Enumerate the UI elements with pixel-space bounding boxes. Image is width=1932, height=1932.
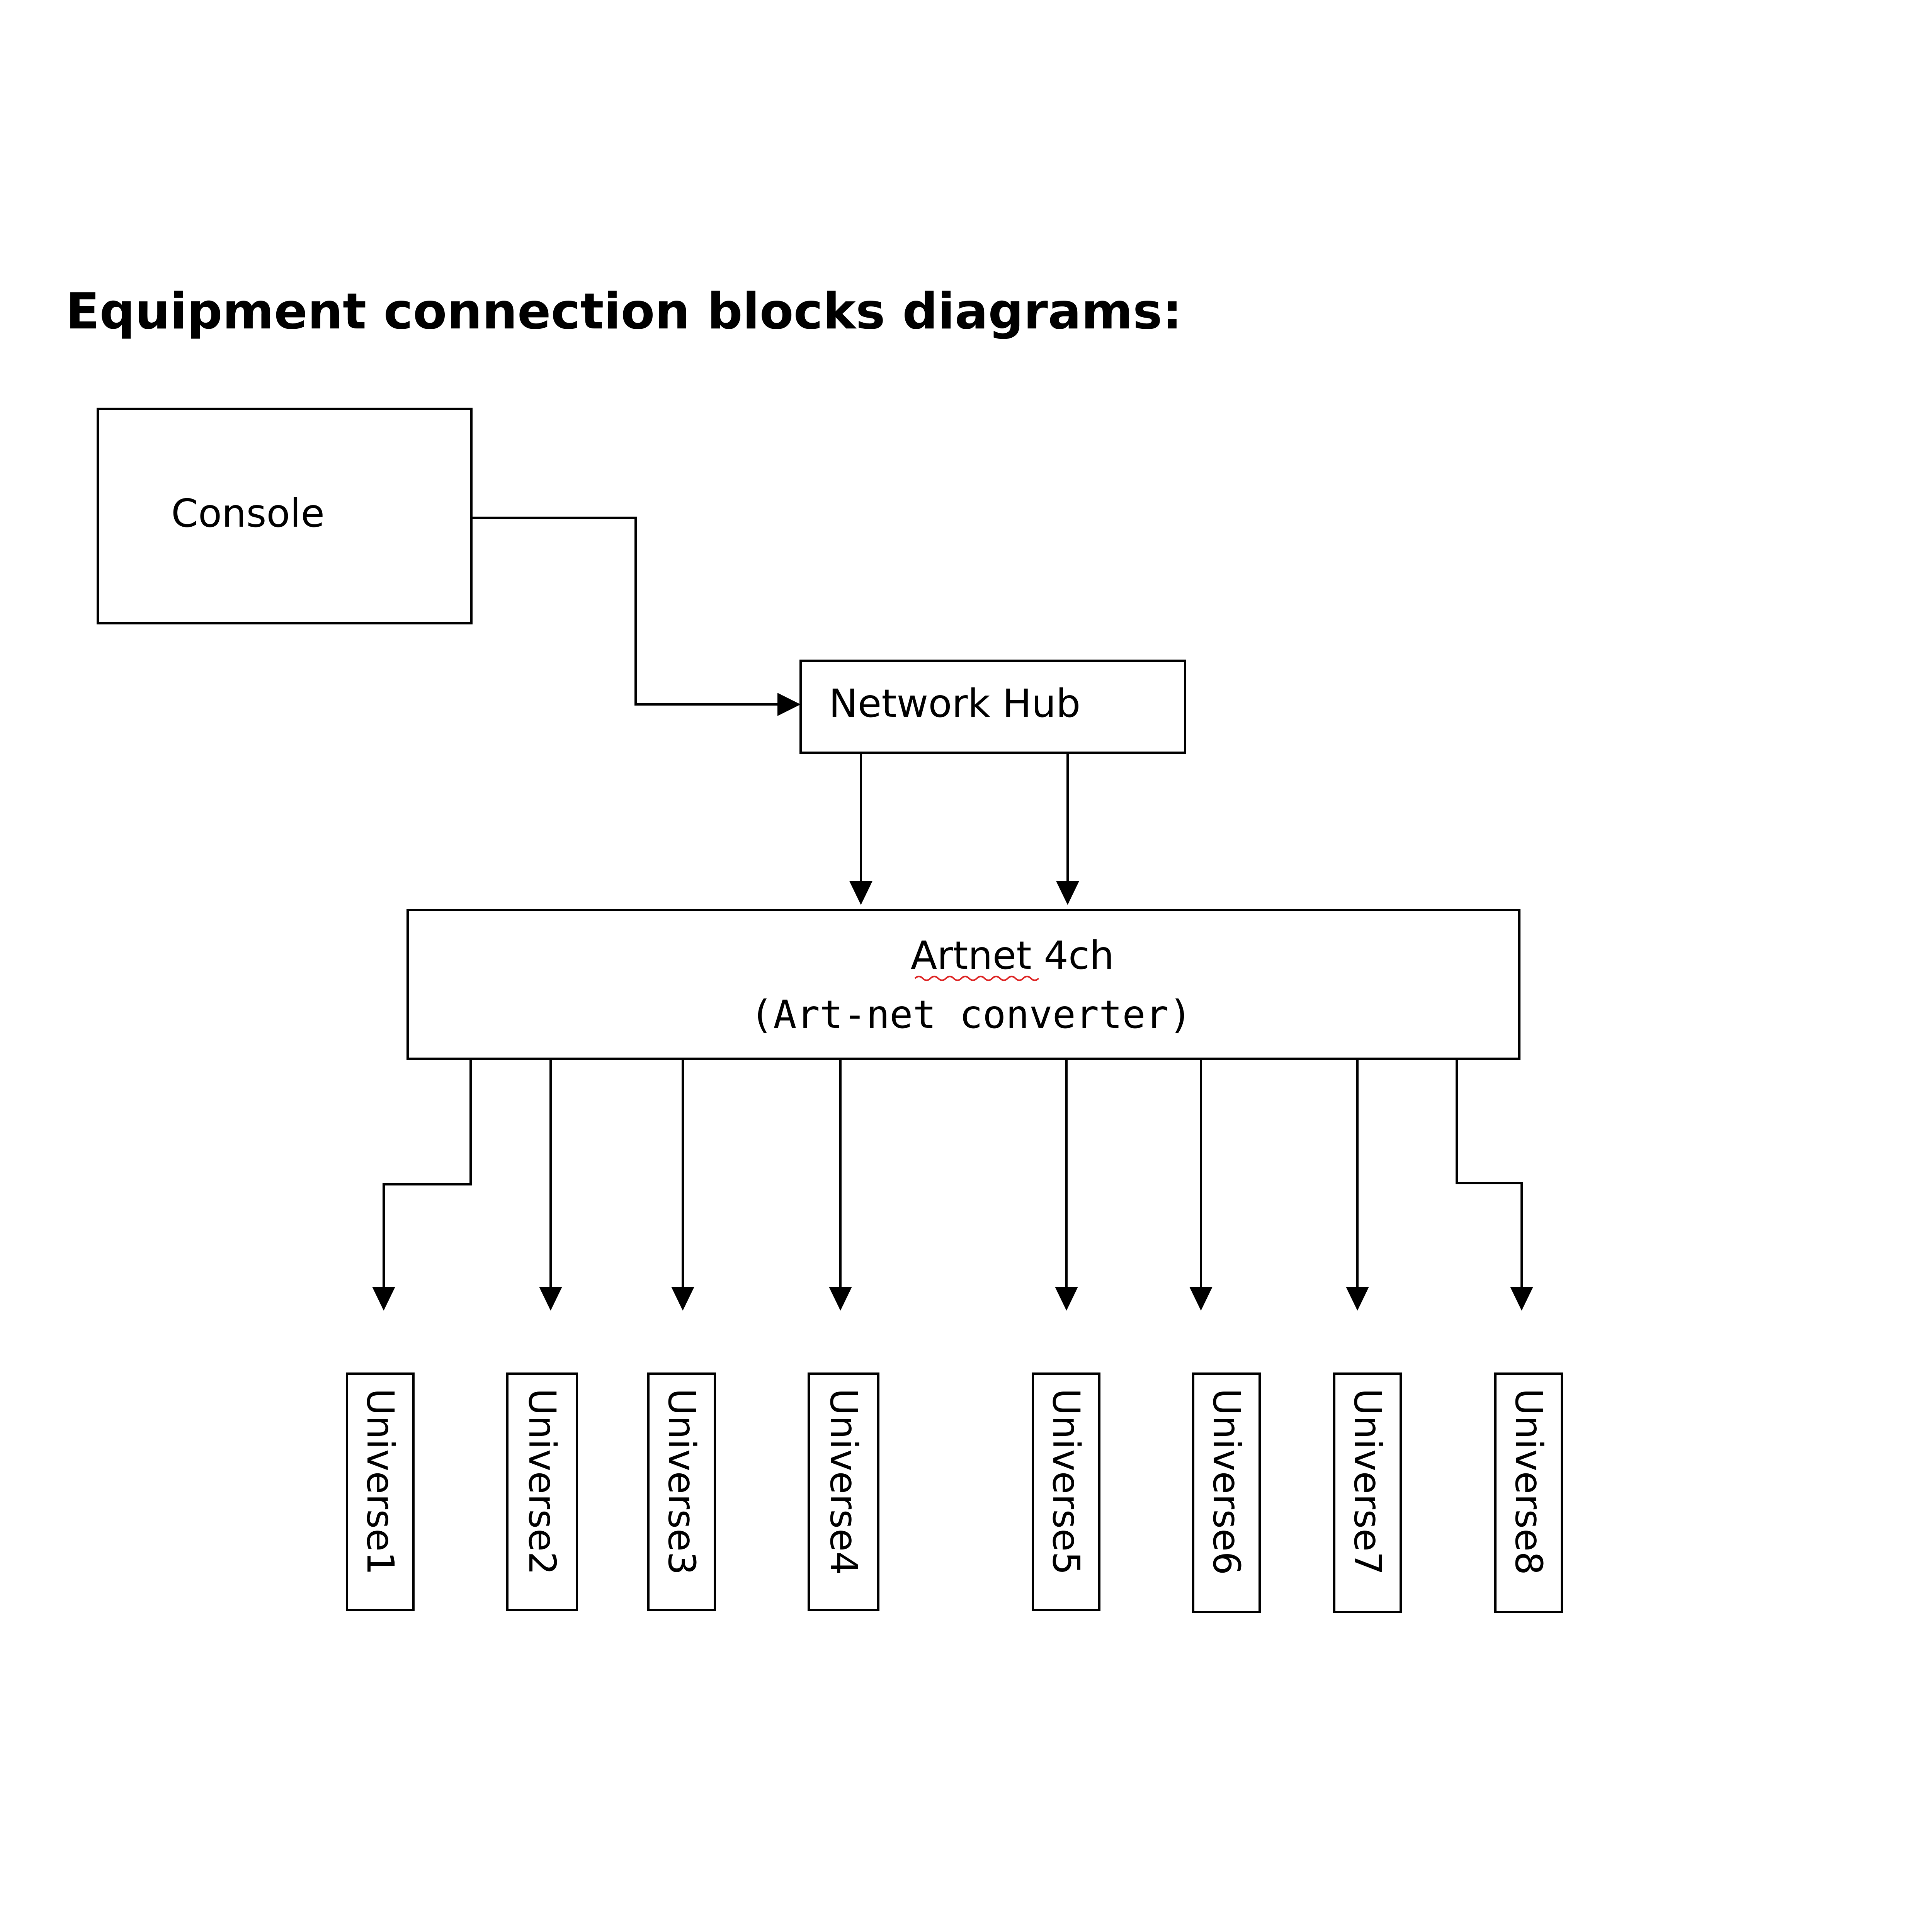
universe-label-3: Universe3 [660, 1388, 703, 1575]
console-to-hub-connector [471, 517, 801, 716]
universe-node-1: Universe1 [346, 1372, 415, 1611]
universe-label-1: Universe1 [359, 1388, 402, 1575]
universe-node-5: Universe5 [1032, 1372, 1100, 1611]
universe-connector-3 [671, 1059, 694, 1311]
universe-connector-8 [1456, 1059, 1533, 1311]
spellcheck-underline [914, 976, 1039, 981]
universe-connector-6 [1189, 1059, 1213, 1311]
page-title: Equipment connection blocks diagrams: [66, 283, 1182, 340]
universe-node-3: Universe3 [647, 1372, 716, 1611]
network-hub-label: Network Hub [829, 681, 1080, 726]
universe-connector-7 [1346, 1059, 1369, 1311]
converter-name: Artnet 4ch [911, 933, 1114, 978]
universe-node-4: Universe4 [808, 1372, 879, 1611]
universe-connector-5 [1055, 1059, 1078, 1311]
hub-to-converter-connector-2 [1056, 753, 1079, 905]
universe-connector-2 [539, 1059, 562, 1311]
console-node: Console [97, 408, 473, 624]
hub-to-converter-connector-1 [849, 753, 872, 905]
universe-label-5: Universe5 [1044, 1388, 1088, 1575]
universe-label-7: Universe7 [1346, 1388, 1389, 1575]
universe-connector-4 [829, 1059, 852, 1311]
converter-subtitle: (Art-net converter) [750, 992, 1192, 1037]
universe-node-6: Universe6 [1192, 1372, 1261, 1613]
universe-label-6: Universe6 [1205, 1388, 1248, 1575]
universe-node-8: Universe8 [1494, 1372, 1563, 1613]
universe-node-2: Universe2 [506, 1372, 578, 1611]
universe-node-7: Universe7 [1333, 1372, 1402, 1613]
artnet-converter-node: Artnet 4ch (Art-net converter) [406, 909, 1520, 1060]
network-hub-node: Network Hub [799, 660, 1186, 754]
console-label: Console [171, 491, 325, 536]
universe-label-4: Universe4 [822, 1388, 865, 1575]
universe-label-8: Universe8 [1507, 1388, 1550, 1575]
universe-label-2: Universe2 [520, 1388, 564, 1575]
universe-connector-1 [372, 1059, 472, 1311]
